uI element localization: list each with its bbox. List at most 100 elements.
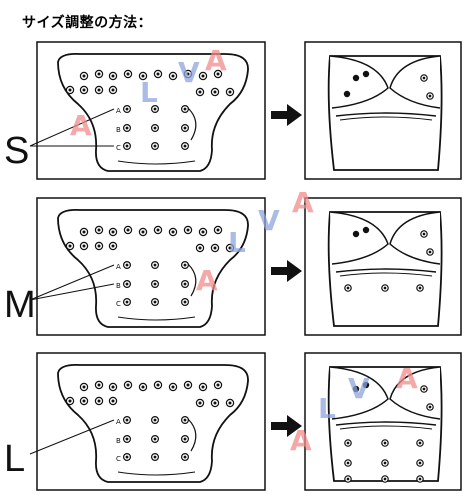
flap-snap-center [213,401,217,405]
watermark-letter: A [396,362,418,395]
body-snap-center [383,441,387,445]
rise-snap-center [183,126,187,130]
rise-snap-center [125,126,129,130]
row-m: A B C [29,197,462,336]
snap-letter: C [116,455,121,463]
arrow-icon [271,104,302,126]
snap-letter: C [116,300,121,308]
watermark-letter: A [290,424,312,457]
stitch-line [117,471,196,476]
waist-snap-center [126,228,130,232]
waist-snap-center [186,228,190,232]
body-snap-center [346,441,350,445]
right-frame [304,41,462,180]
rise-snap-center [183,144,187,148]
flap-snap-center [213,246,217,250]
body-snap-center [346,286,350,290]
row-l: ABC [29,352,462,491]
body-snap-center [428,250,432,254]
rise-snap-center [125,437,129,441]
flap-snap-center [82,244,86,248]
rise-snap-center [183,263,187,267]
rise-snap-center [183,282,187,286]
size-label-m: M [4,284,36,326]
body-snap-center [418,461,422,465]
waist-snap-center [171,230,175,234]
body-snap-center [383,477,387,481]
waist-snap-center [186,72,190,76]
body-snap-center [422,387,426,391]
waist-snap-center [82,230,86,234]
flap-snap-center [111,88,115,92]
leader-line [29,283,115,301]
body-snap-center [346,461,350,465]
watermark-letter: V [178,56,200,89]
rise-snap-center [183,107,187,111]
watermark-letter: L [318,392,336,425]
waist-snap-center [97,228,101,232]
watermark-letter: A [196,264,218,297]
rise-snap-center [125,455,129,459]
snap-letter: B [116,282,121,290]
leader-line [29,264,115,301]
right-frame [304,352,462,491]
flap-snap-center [97,399,101,403]
watermark-letter: A [70,109,92,142]
left-wing [329,366,389,420]
left-wing [329,211,389,265]
fold-line [335,268,437,273]
rise-snap-center [183,418,187,422]
waist-snap-center [97,383,101,387]
waist-snap-center [141,230,145,234]
waist-snap-center [156,383,160,387]
row-s: ABC [29,41,462,180]
rise-snap-center [153,455,157,459]
flap-snap-center [111,244,115,248]
size-label-s: S [4,130,30,172]
waist-snap-center [111,230,115,234]
flap-snap-center [198,401,202,405]
flap-snap-center [111,399,115,403]
snap-letter: A [116,263,121,271]
left-frame [36,41,266,180]
stitch-line [117,160,196,165]
filled-snap [362,226,370,234]
flap-snap-center [97,244,101,248]
rise-snap-center [125,418,129,422]
waist-snap-center [171,385,175,389]
filled-snap [352,385,360,393]
rise-snap-center [153,282,157,286]
filled-snap [362,70,370,78]
waist-snap-center [156,72,160,76]
fold-line-inner [339,272,433,277]
waist-snap-center [171,74,175,78]
rise-snap-center [183,437,187,441]
rise-snap-center [153,126,157,130]
snap-letter: C [116,144,121,152]
waist-snap-center [111,74,115,78]
flap-snap-center [68,399,72,403]
flap-snap-center [97,88,101,92]
rise-snap-center [153,437,157,441]
fold-curve [187,107,197,141]
flap-snap-center [82,88,86,92]
waist-snap-center [216,72,220,76]
watermark-letter: A [205,44,227,77]
left-frame [36,197,266,336]
flap-snap-center [82,399,86,403]
watermark-letter: V [258,204,280,237]
watermark-letter: L [228,226,246,259]
rise-snap-center [153,107,157,111]
body-snap-center [428,94,432,98]
waist-snap-center [216,383,220,387]
waist-snap-center [141,74,145,78]
rise-snap-center [125,144,129,148]
right-frame [304,197,462,336]
filled-snap [352,74,360,82]
body-snap-center [428,405,432,409]
waist-snap-center [126,383,130,387]
watermark-letter: L [140,76,158,109]
fold-line [335,421,437,426]
filled-snap [362,381,370,389]
flap-snap-center [198,246,202,250]
